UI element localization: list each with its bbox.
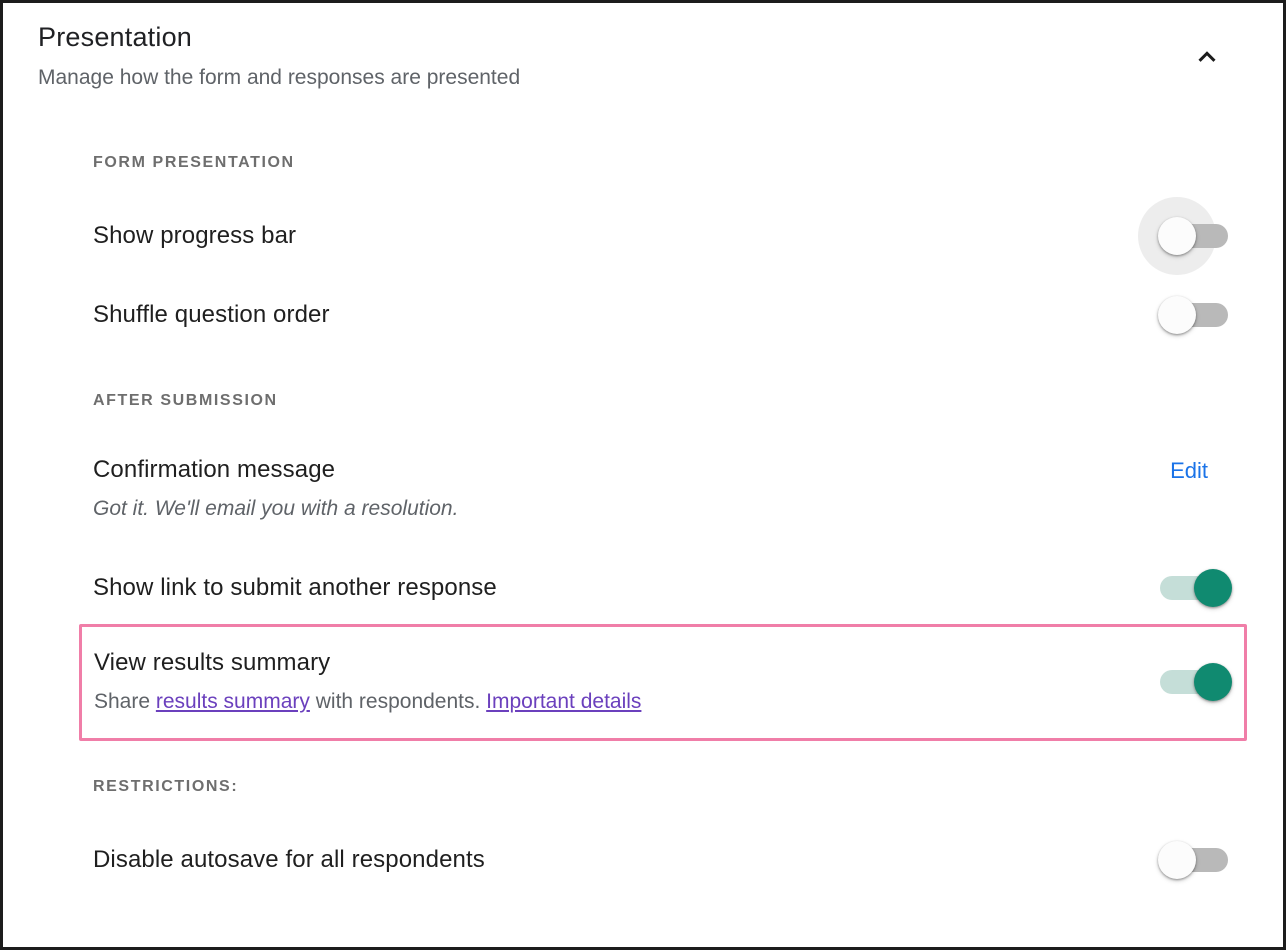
show-progress-bar-toggle[interactable] bbox=[1138, 197, 1228, 275]
toggle-knob bbox=[1194, 569, 1232, 607]
section-header-after-submission: AFTER SUBMISSION bbox=[93, 392, 278, 409]
page-subtitle: Manage how the form and responses are pr… bbox=[38, 66, 521, 89]
confirmation-message-preview: Got it. We'll email you with a resolutio… bbox=[93, 497, 459, 520]
setting-row-show-progress-bar: Show progress bar bbox=[93, 197, 1228, 275]
description-prefix: Share bbox=[94, 690, 156, 713]
setting-row-disable-autosave: Disable autosave for all respondents bbox=[93, 841, 1228, 879]
presentation-panel-header: Presentation Manage how the form and res… bbox=[3, 3, 1283, 90]
setting-label: View results summary bbox=[94, 649, 331, 676]
section-header-form-presentation: FORM PRESENTATION bbox=[93, 154, 295, 171]
setting-row-view-results-summary: View results summary Share results summa… bbox=[94, 649, 1232, 714]
setting-label: Show link to submit another response bbox=[93, 574, 497, 601]
confirmation-message-text-block: Confirmation message Got it. We'll email… bbox=[93, 456, 458, 521]
shuffle-question-order-toggle[interactable] bbox=[1158, 296, 1228, 334]
section-header-restrictions: RESTRICTIONS: bbox=[93, 778, 239, 795]
description-middle: with respondents. bbox=[309, 690, 487, 713]
view-results-summary-highlight-box: View results summary Share results summa… bbox=[79, 624, 1247, 741]
show-link-submit-another-toggle[interactable] bbox=[1160, 569, 1232, 607]
results-summary-link[interactable]: results summary bbox=[155, 690, 310, 713]
settings-content: FORM PRESENTATION Show progress bar Shuf… bbox=[79, 154, 1247, 879]
view-results-summary-text-block: View results summary Share results summa… bbox=[94, 649, 641, 714]
setting-label: Confirmation message bbox=[93, 456, 336, 483]
view-results-summary-toggle[interactable] bbox=[1160, 662, 1232, 701]
toggle-knob bbox=[1158, 841, 1196, 879]
toggle-knob bbox=[1158, 296, 1196, 334]
setting-row-shuffle-question-order: Shuffle question order bbox=[93, 296, 1228, 334]
setting-row-show-link-submit-another: Show link to submit another response bbox=[93, 569, 1232, 607]
setting-label: Disable autosave for all respondents bbox=[93, 846, 485, 873]
view-results-summary-description: Share results summary with respondents. … bbox=[94, 690, 641, 714]
toggle-knob bbox=[1158, 217, 1196, 255]
disable-autosave-toggle[interactable] bbox=[1158, 841, 1228, 879]
collapse-section-button[interactable] bbox=[1187, 39, 1227, 79]
setting-label: Shuffle question order bbox=[93, 301, 330, 328]
edit-confirmation-message-link[interactable]: Edit bbox=[1170, 458, 1208, 483]
important-details-link[interactable]: Important details bbox=[486, 690, 642, 713]
page-title: Presentation bbox=[38, 22, 192, 52]
setting-label: Show progress bar bbox=[93, 222, 297, 249]
setting-row-confirmation-message: Confirmation message Got it. We'll email… bbox=[93, 456, 1228, 521]
chevron-up-icon bbox=[1193, 44, 1221, 75]
toggle-knob bbox=[1194, 662, 1232, 701]
